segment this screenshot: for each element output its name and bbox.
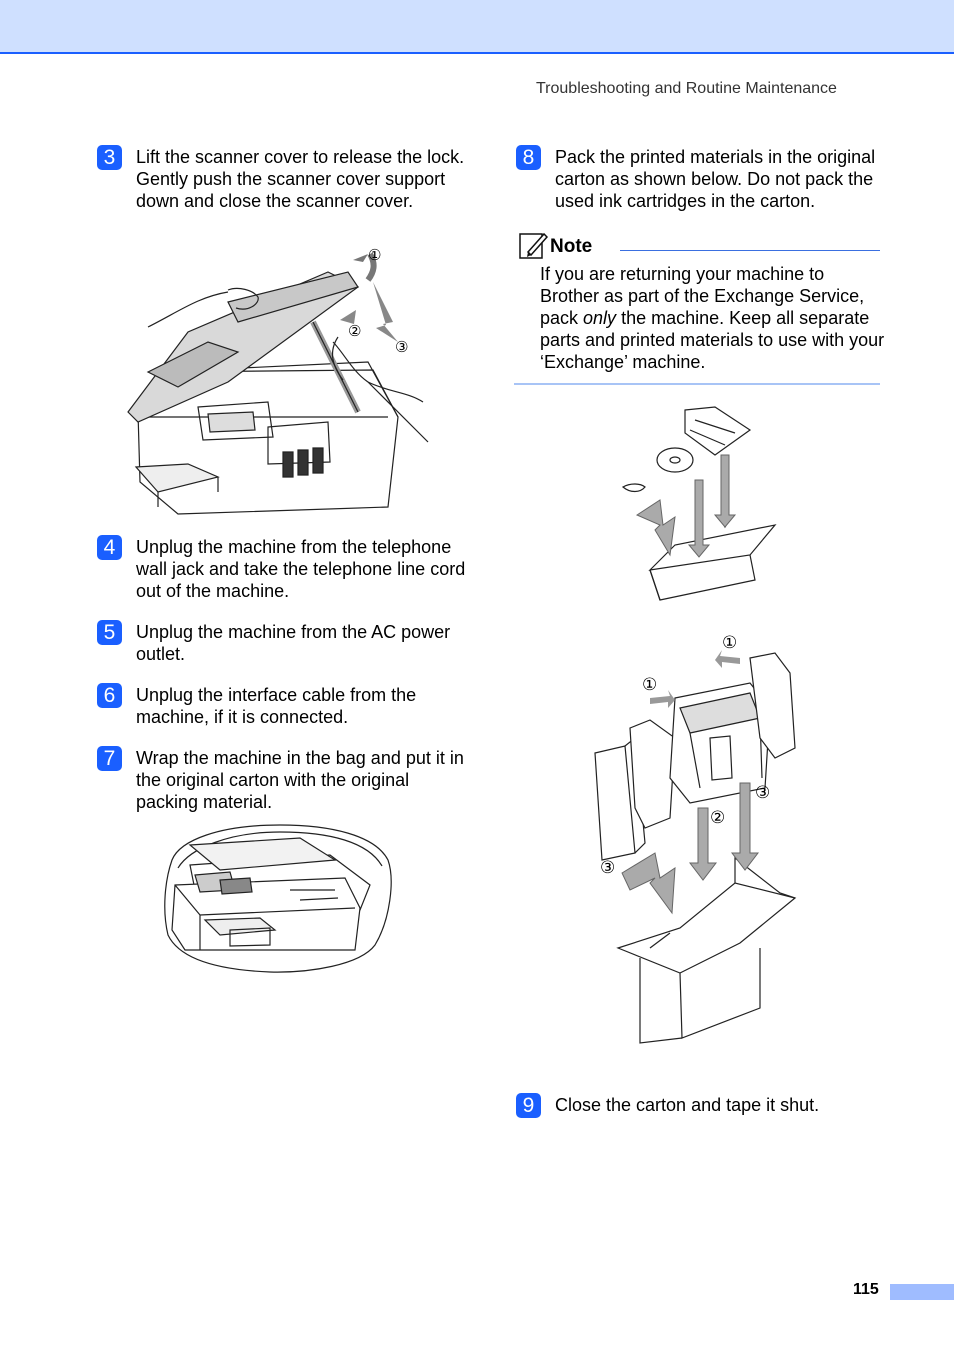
step-number-badge: 6 (97, 683, 122, 708)
callout-3: ③ (395, 338, 408, 356)
step-text: Close the carton and tape it shut. (555, 1095, 820, 1115)
callout-2: ② (710, 808, 725, 828)
carton-packing-illustration: ① ① ② ③ ③ (594, 633, 797, 1044)
note-pencil-icon (519, 232, 548, 259)
step-number-badge: 7 (97, 746, 122, 771)
step-number-badge: 5 (97, 620, 122, 645)
note-bottom-rule (514, 383, 880, 385)
callout-1b: ① (642, 675, 657, 695)
note-emphasis: only (583, 308, 617, 328)
callout-3b: ③ (600, 858, 615, 878)
step-number-badge: 9 (516, 1093, 541, 1118)
step-text: Unplug the machine from the AC power out… (136, 622, 451, 664)
running-header: Troubleshooting and Routine Maintenance (536, 80, 837, 97)
step-text: Pack the printed materials in the origin… (555, 147, 876, 211)
step-text: Lift the scanner cover to release the lo… (136, 147, 465, 211)
note-title: Note (550, 236, 593, 257)
note-box: Note If you are returning your machine t… (514, 228, 884, 386)
page-number: 115 (853, 1281, 879, 1298)
bagged-machine-illustration (164, 824, 392, 973)
callout-2: ② (348, 322, 361, 340)
step-text: Unplug the machine from the telephone wa… (136, 537, 466, 601)
callout-1: ① (368, 246, 381, 264)
step-text: Unplug the interface cable from the mach… (136, 685, 417, 727)
top-color-band (0, 0, 954, 54)
callout-3a: ③ (755, 783, 770, 803)
printed-materials-illustration (621, 406, 777, 601)
step-number-badge: 4 (97, 535, 122, 560)
scanner-cover-illustration: ① ② ③ (127, 246, 429, 515)
step-number-badge: 8 (516, 145, 541, 170)
note-rule (620, 250, 880, 251)
step-number-badge: 3 (97, 145, 122, 170)
callout-1a: ① (722, 633, 737, 653)
note-text: If you are returning your machine to Bro… (540, 264, 885, 372)
step-text: Wrap the machine in the bag and put it i… (136, 748, 464, 812)
page-tab (890, 1284, 954, 1300)
